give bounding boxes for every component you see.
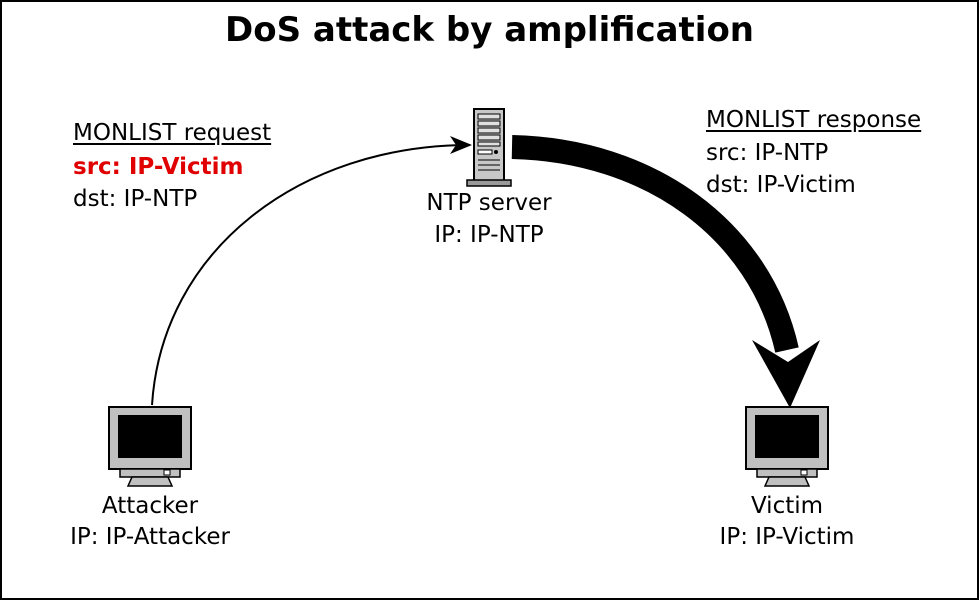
server-tower-icon: [466, 108, 512, 187]
attacker-monitor-icon: [108, 406, 192, 487]
attacker-ip: IP: IP-Attacker: [70, 524, 230, 550]
victim-name: Victim: [750, 493, 824, 519]
response-heading: MONLIST response: [706, 107, 922, 133]
response-src: src: IP-NTP: [706, 140, 829, 166]
request-src: src: IP-Victim: [73, 154, 244, 180]
server-name: NTP server: [426, 190, 552, 216]
request-arrow: [151, 136, 472, 406]
response-arrow: [511, 135, 799, 353]
diagram-title: DoS attack by amplification: [224, 10, 755, 50]
victim-monitor-icon: [745, 406, 829, 487]
server-ip: IP: IP-NTP: [434, 222, 544, 248]
attacker-name: Attacker: [101, 493, 199, 519]
request-dst: dst: IP-NTP: [73, 186, 198, 212]
response-dst: dst: IP-Victim: [706, 172, 856, 198]
response-arrowhead: [752, 340, 820, 408]
request-heading: MONLIST request: [73, 120, 272, 146]
victim-ip: IP: IP-Victim: [719, 524, 855, 550]
